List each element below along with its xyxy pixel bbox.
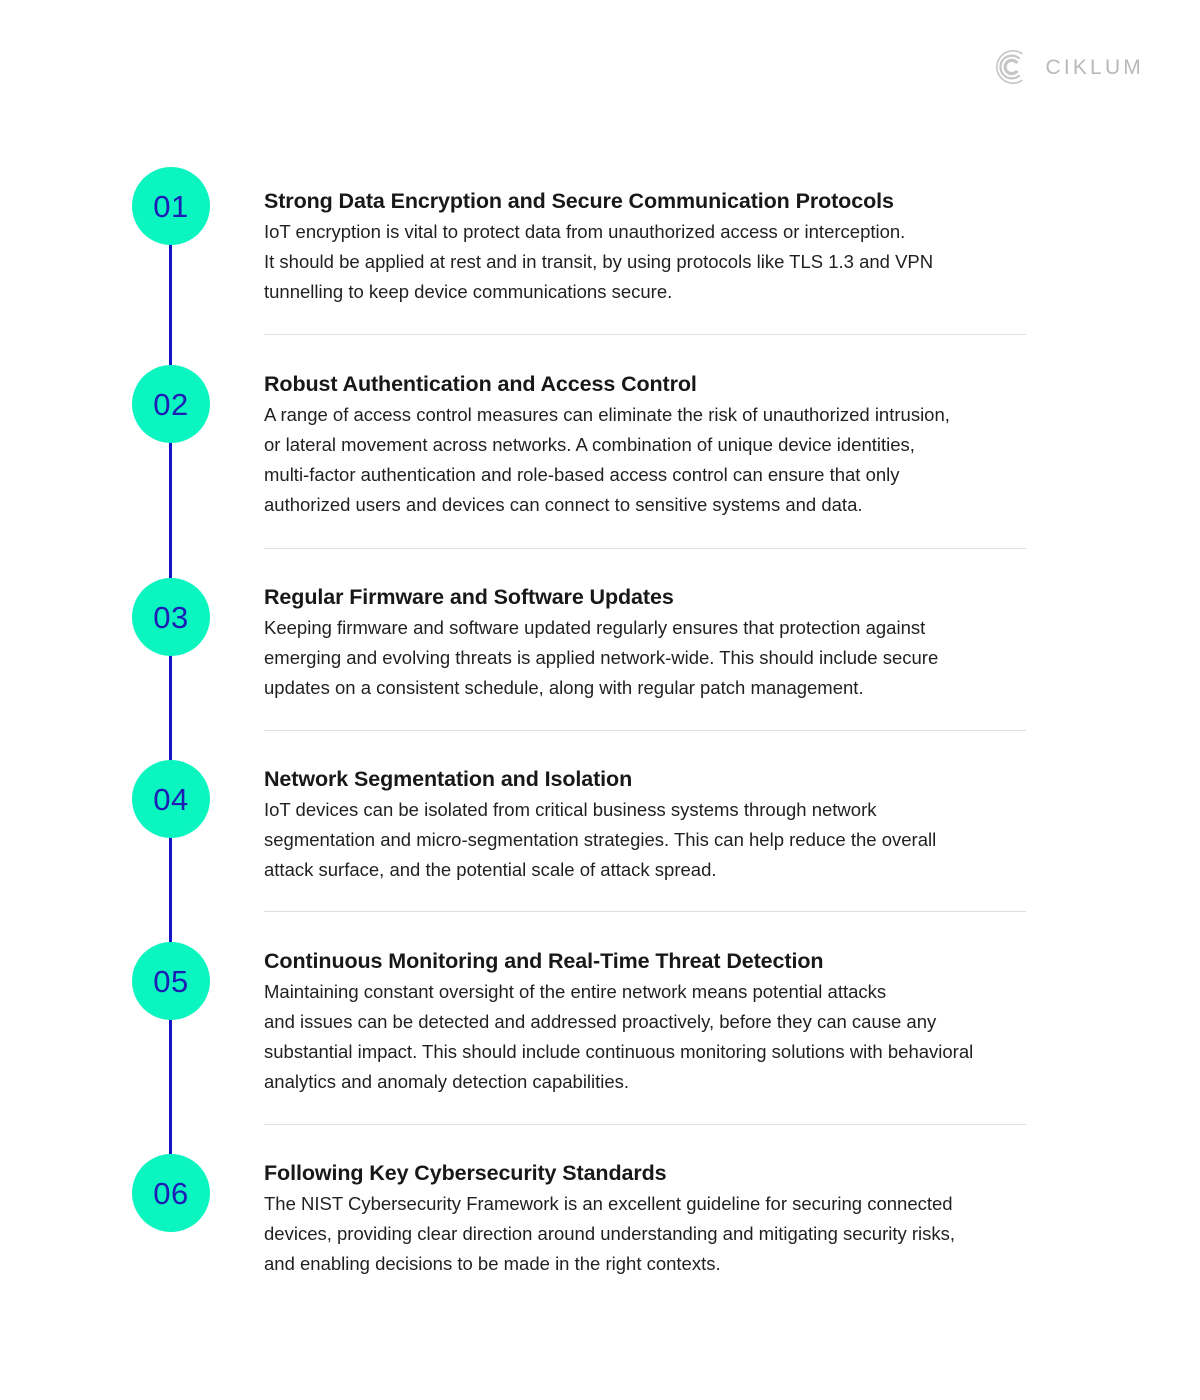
timeline-bullet-number: 02 — [153, 386, 189, 422]
timeline-bullet-number: 06 — [153, 1175, 189, 1211]
timeline-item-description: The NIST Cybersecurity Framework is an e… — [264, 1193, 956, 1275]
timeline-body-06: Following Key Cybersecurity Standards Th… — [264, 1159, 1074, 1279]
section-divider — [264, 334, 1026, 335]
timeline-item-title: Strong Data Encryption and Secure Commun… — [264, 189, 894, 213]
timeline-bullet-05: 05 — [132, 942, 210, 1020]
section-divider — [264, 911, 1026, 912]
timeline-body-05: Continuous Monitoring and Real-Time Thre… — [264, 947, 1074, 1097]
section-divider — [264, 1124, 1026, 1125]
ciklum-concentric-c-logo-icon — [996, 50, 1024, 84]
timeline-item-description: IoT encryption is vital to protect data … — [264, 221, 934, 303]
timeline-item-description: A range of access control measures can e… — [264, 404, 950, 516]
timeline-item-title: Following Key Cybersecurity Standards — [264, 1161, 667, 1185]
timeline-bullet-number: 03 — [153, 599, 189, 635]
timeline-bullet-number: 05 — [153, 963, 189, 999]
timeline-bullet-02: 02 — [132, 365, 210, 443]
timeline-bullet-number: 04 — [153, 781, 189, 817]
brand-logo: CIKLUM — [993, 48, 1144, 86]
timeline-item-title: Continuous Monitoring and Real-Time Thre… — [264, 949, 824, 973]
brand-logo-text: CIKLUM — [1045, 55, 1144, 79]
timeline-item-title: Robust Authentication and Access Control — [264, 372, 697, 396]
timeline-item-title: Network Segmentation and Isolation — [264, 767, 633, 791]
timeline-bullet-number: 01 — [153, 188, 189, 224]
timeline-bullet-01: 01 — [132, 167, 210, 245]
timeline-spine — [169, 206, 172, 1192]
timeline-body-04: Network Segmentation and Isolation IoT d… — [264, 765, 1074, 885]
timeline-item-description: IoT devices can be isolated from critica… — [264, 799, 937, 881]
timeline-item-description: Keeping firmware and software updated re… — [264, 617, 939, 699]
timeline-body-02: Robust Authentication and Access Control… — [264, 370, 1074, 520]
timeline-bullet-06: 06 — [132, 1154, 210, 1232]
section-divider — [264, 548, 1026, 549]
timeline-body-03: Regular Firmware and Software Updates Ke… — [264, 583, 1074, 703]
timeline-body-01: Strong Data Encryption and Secure Commun… — [264, 187, 1074, 307]
section-divider — [264, 730, 1026, 731]
timeline-bullet-03: 03 — [132, 578, 210, 656]
timeline-bullet-04: 04 — [132, 760, 210, 838]
timeline-item-description: Maintaining constant oversight of the en… — [264, 981, 974, 1093]
timeline-item-title: Regular Firmware and Software Updates — [264, 585, 674, 609]
